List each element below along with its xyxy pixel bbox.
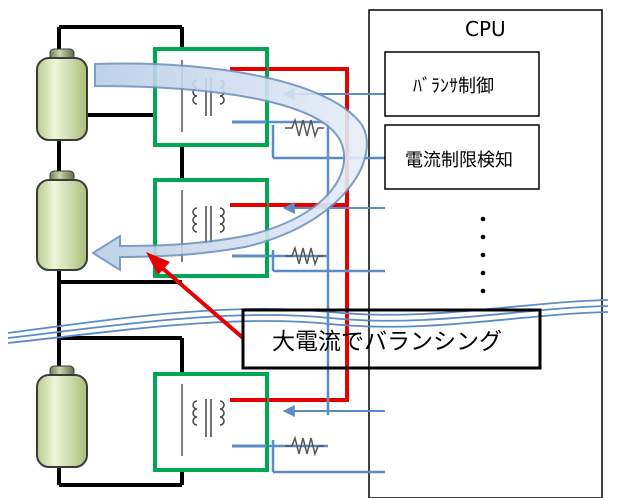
ellipsis-dots-icon (480, 216, 486, 294)
resistor-icon (285, 435, 324, 457)
current-limit-block (384, 124, 540, 190)
break-wave-icon (7, 299, 609, 344)
resistor-icon (285, 245, 324, 267)
battery-icon (36, 170, 88, 271)
callout-arrow-head (146, 252, 170, 275)
balancer-control-block (384, 51, 540, 117)
battery-icon (36, 48, 88, 141)
callout-label: 大電流でバランシング (272, 329, 502, 355)
callout-box (241, 308, 542, 370)
transformer-icon (192, 206, 225, 244)
transformer-icon (192, 399, 225, 437)
callout-arrow (151, 258, 245, 340)
balancer-control-label: ﾊﾞﾗﾝｻ制御 (413, 76, 494, 97)
cpu-title: CPU (465, 17, 506, 41)
transformer-module (153, 178, 269, 278)
module-stubs (230, 67, 267, 448)
transformer-module (153, 372, 269, 472)
resistor-icon (285, 117, 324, 139)
battery-icon (36, 365, 88, 468)
current-limit-label: 電流制限検知 (405, 150, 513, 171)
balancing-current-arrow (91, 62, 368, 272)
